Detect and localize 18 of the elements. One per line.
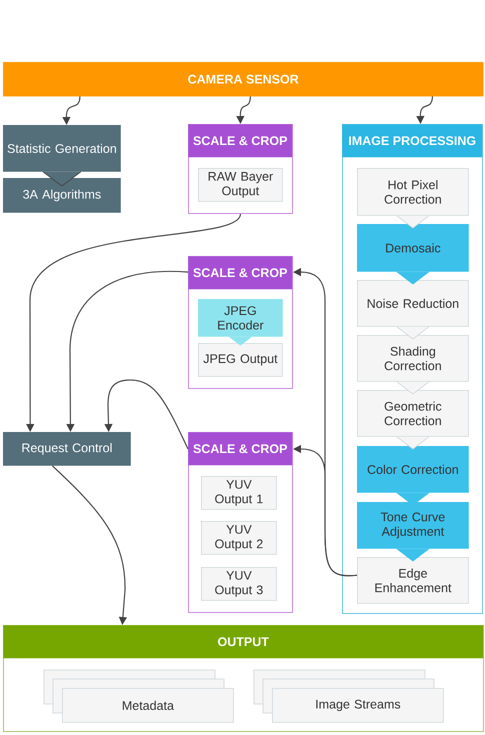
process-box: Request Control [3, 432, 131, 466]
process-box: YUV Output 2 [201, 521, 277, 555]
process-box: YUV Output 1 [201, 476, 277, 510]
process-box: RAW Bayer Output [198, 168, 283, 202]
chevron-arrow [396, 215, 430, 228]
card-stack: Image Streams [254, 670, 444, 723]
chevron-arrow [396, 381, 430, 394]
chevron-arrow [229, 336, 252, 346]
process-box: JPEG Output [198, 343, 283, 377]
chevron-arrow [396, 271, 430, 284]
card-stack: Metadata [44, 670, 234, 723]
chevron-arrow [42, 171, 82, 186]
chevron-arrow [396, 326, 430, 340]
header-band: CAMERA SENSOR [3, 62, 484, 96]
process-box: YUV Output 3 [201, 567, 277, 601]
process-box: Edge Enhancement [357, 557, 469, 604]
chevron-arrow [396, 436, 430, 450]
chevron-arrow [396, 548, 430, 562]
